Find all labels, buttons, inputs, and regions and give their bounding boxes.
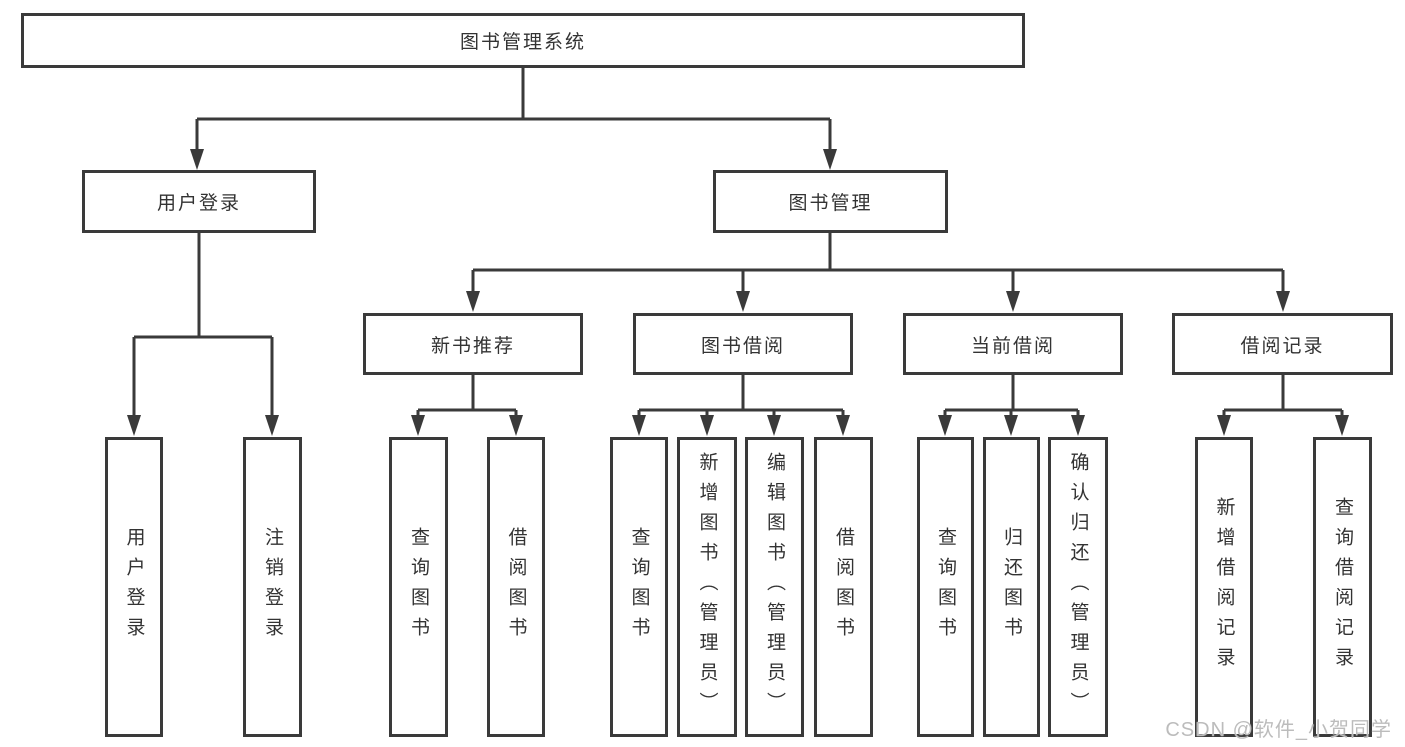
leaf-current-confirm-return-admin: 确认归还（管理员） — [1048, 437, 1108, 737]
arrow-down-icon — [127, 415, 141, 436]
node-book-management: 图书管理 — [713, 170, 948, 233]
node-root: 图书管理系统 — [21, 13, 1025, 68]
arrow-down-icon — [823, 149, 837, 170]
leaf-newbook-query-books: 查询图书 — [389, 437, 448, 737]
arrow-down-icon — [1217, 415, 1231, 436]
leaf-user-login: 用户登录 — [105, 437, 163, 737]
arrow-down-icon — [736, 291, 750, 312]
arrow-down-icon — [767, 415, 781, 436]
leaf-newbook-borrow-books: 借阅图书 — [487, 437, 545, 737]
leaf-current-query-books: 查询图书 — [917, 437, 974, 737]
leaf-borrow-borrow-books: 借阅图书 — [814, 437, 873, 737]
arrow-down-icon — [938, 415, 952, 436]
arrow-down-icon — [411, 415, 425, 436]
arrow-down-icon — [190, 149, 204, 170]
leaf-logout: 注销登录 — [243, 437, 302, 737]
arrowheads — [127, 149, 1349, 436]
arrow-down-icon — [509, 415, 523, 436]
leaf-borrow-query-books: 查询图书 — [610, 437, 668, 737]
leaf-records-add: 新增借阅记录 — [1195, 437, 1253, 737]
arrow-down-icon — [1071, 415, 1085, 436]
arrow-down-icon — [1335, 415, 1349, 436]
leaf-records-query: 查询借阅记录 — [1313, 437, 1372, 737]
csdn-watermark: CSDN @软件_小贺同学 — [1165, 719, 1392, 741]
leaf-borrow-edit-books-admin: 编辑图书（管理员） — [745, 437, 804, 737]
arrow-down-icon — [265, 415, 279, 436]
arrow-down-icon — [700, 415, 714, 436]
leaf-current-return-books: 归还图书 — [983, 437, 1040, 737]
leaf-borrow-add-books-admin: 新增图书（管理员） — [677, 437, 737, 737]
node-user-login: 用户登录 — [82, 170, 316, 233]
arrow-down-icon — [1006, 291, 1020, 312]
arrow-down-icon — [836, 415, 850, 436]
arrow-down-icon — [466, 291, 480, 312]
node-book-borrow: 图书借阅 — [633, 313, 853, 375]
arrow-down-icon — [632, 415, 646, 436]
node-current-borrow: 当前借阅 — [903, 313, 1123, 375]
node-borrow-records: 借阅记录 — [1172, 313, 1393, 375]
node-new-book-recommend: 新书推荐 — [363, 313, 583, 375]
arrow-down-icon — [1004, 415, 1018, 436]
connector-lines — [132, 68, 1344, 420]
arrow-down-icon — [1276, 291, 1290, 312]
